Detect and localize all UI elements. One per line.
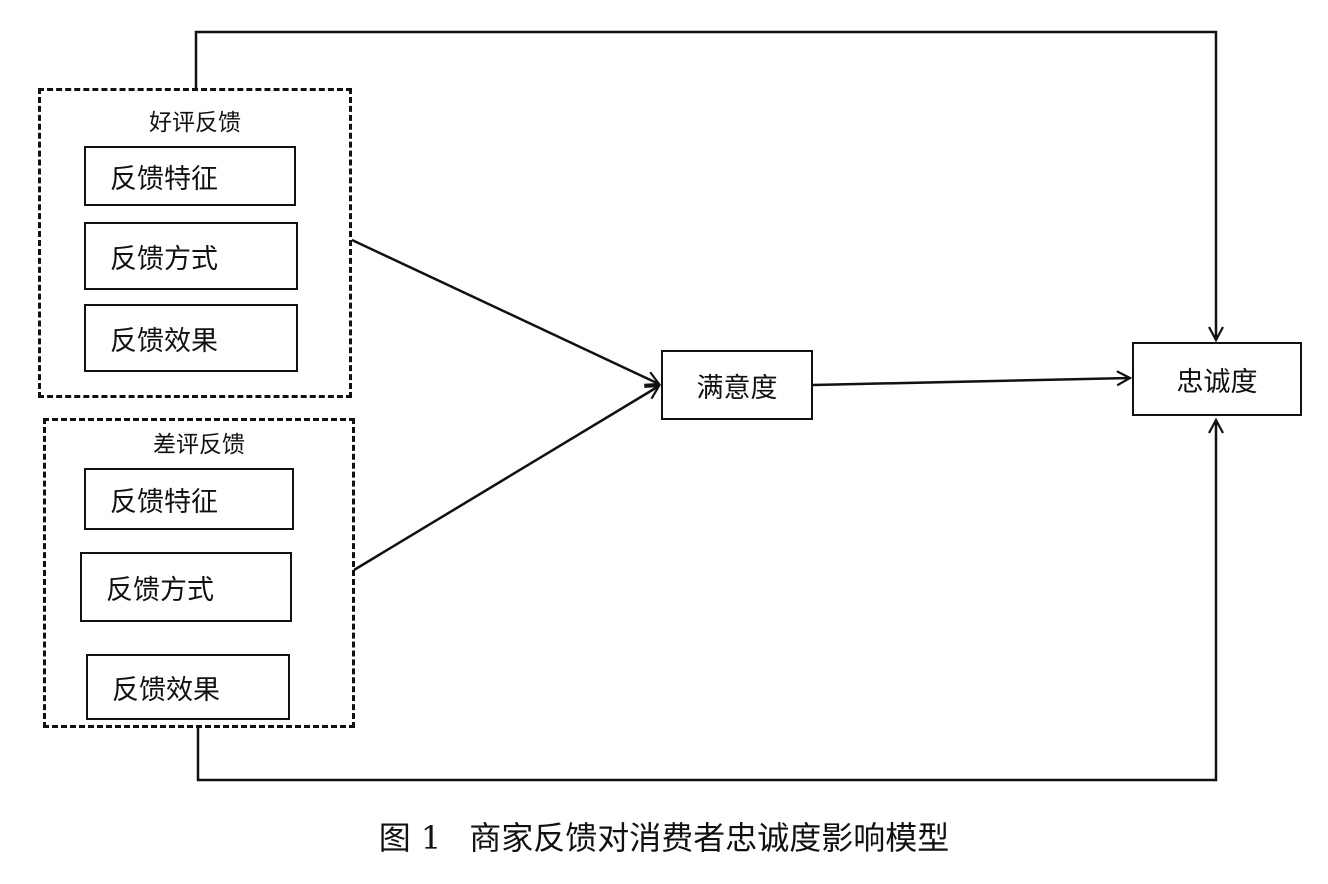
figure-caption-label: 图 1: [378, 819, 442, 857]
positive-feedback-group: [38, 88, 352, 398]
positive-feedback-method-box: 反馈方式: [84, 222, 298, 290]
positive-to-satisfaction-arrow: [351, 238, 659, 384]
negative-feedback-title: 差评反馈: [153, 432, 245, 458]
loyalty-box: 忠诚度: [1132, 342, 1302, 416]
figure-caption-text: 商家反馈对消费者忠诚度影响模型: [469, 819, 950, 857]
negative-feedback-effect-box: 反馈效果: [86, 654, 290, 720]
positive-feedback-title: 好评反馈: [149, 110, 241, 136]
negative-feedback-group: [43, 418, 355, 728]
negative-feedback-feature-box: 反馈特征: [84, 468, 294, 530]
positive-to-loyalty-connector: [194, 30, 1216, 340]
negative-to-loyalty-connector: [196, 420, 1216, 782]
satisfaction-to-loyalty-arrow: [812, 378, 1130, 387]
figure-caption: 图 1 商家反馈对消费者忠诚度影响模型: [0, 818, 1328, 858]
satisfaction-box: 满意度: [661, 350, 813, 420]
negative-feedback-method-box: 反馈方式: [80, 552, 292, 622]
negative-to-satisfaction-arrow: [353, 386, 659, 572]
positive-feedback-feature-box: 反馈特征: [84, 146, 296, 206]
positive-feedback-effect-box: 反馈效果: [84, 304, 298, 372]
